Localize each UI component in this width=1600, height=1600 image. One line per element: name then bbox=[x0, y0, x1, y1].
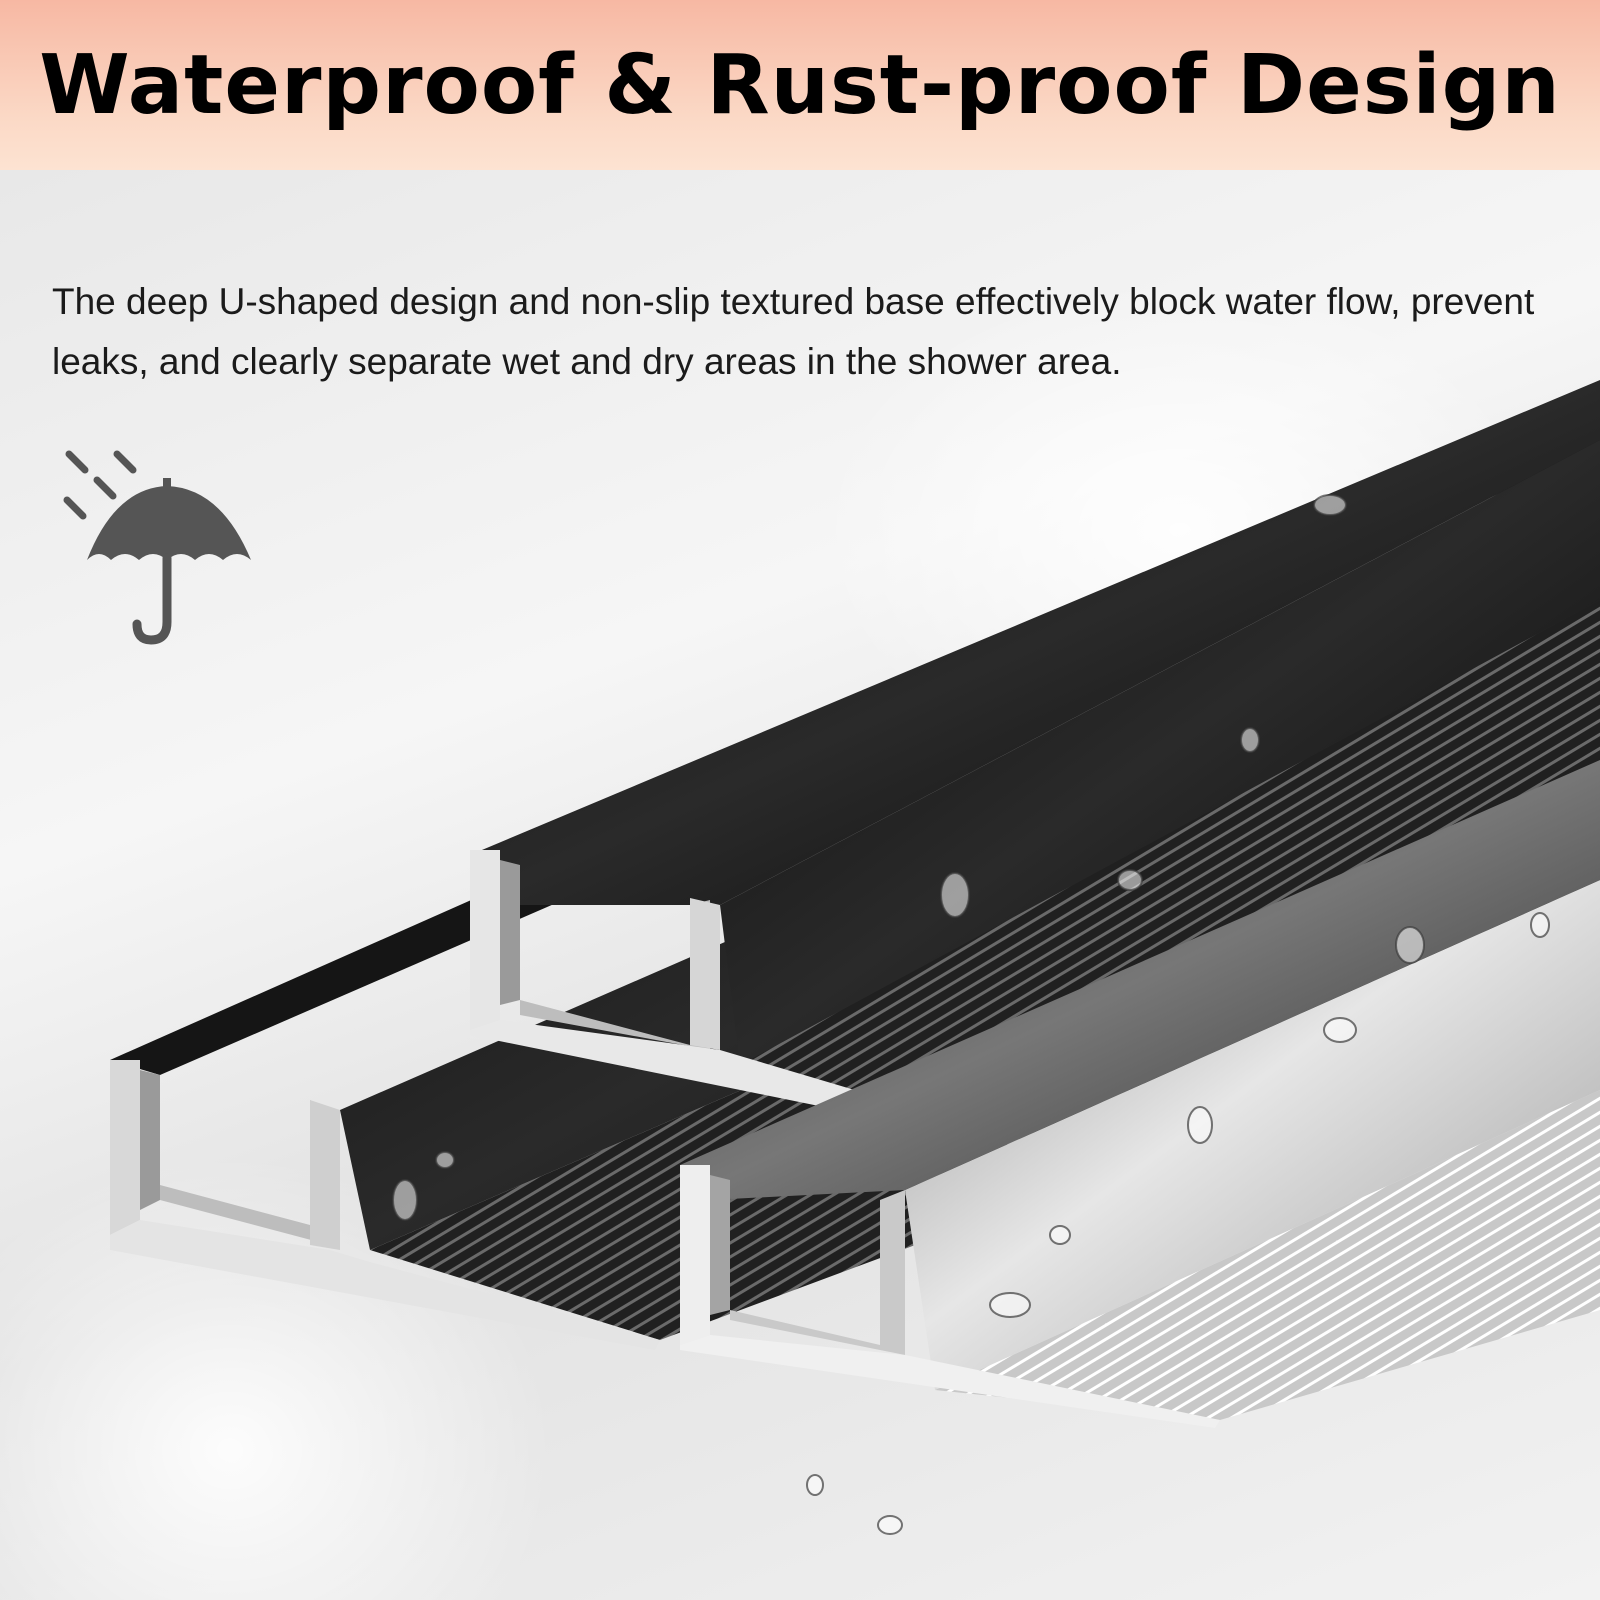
umbrella-rain-icon bbox=[63, 450, 251, 645]
feature-description: The deep U-shaped design and non-slip te… bbox=[52, 281, 1535, 382]
water-droplets bbox=[392, 494, 1550, 1535]
rail-front-silver bbox=[680, 760, 1600, 1428]
header-banner: Waterproof & Rust-proof Design bbox=[0, 0, 1600, 170]
banner-title: Waterproof & Rust-proof Design bbox=[39, 37, 1561, 133]
